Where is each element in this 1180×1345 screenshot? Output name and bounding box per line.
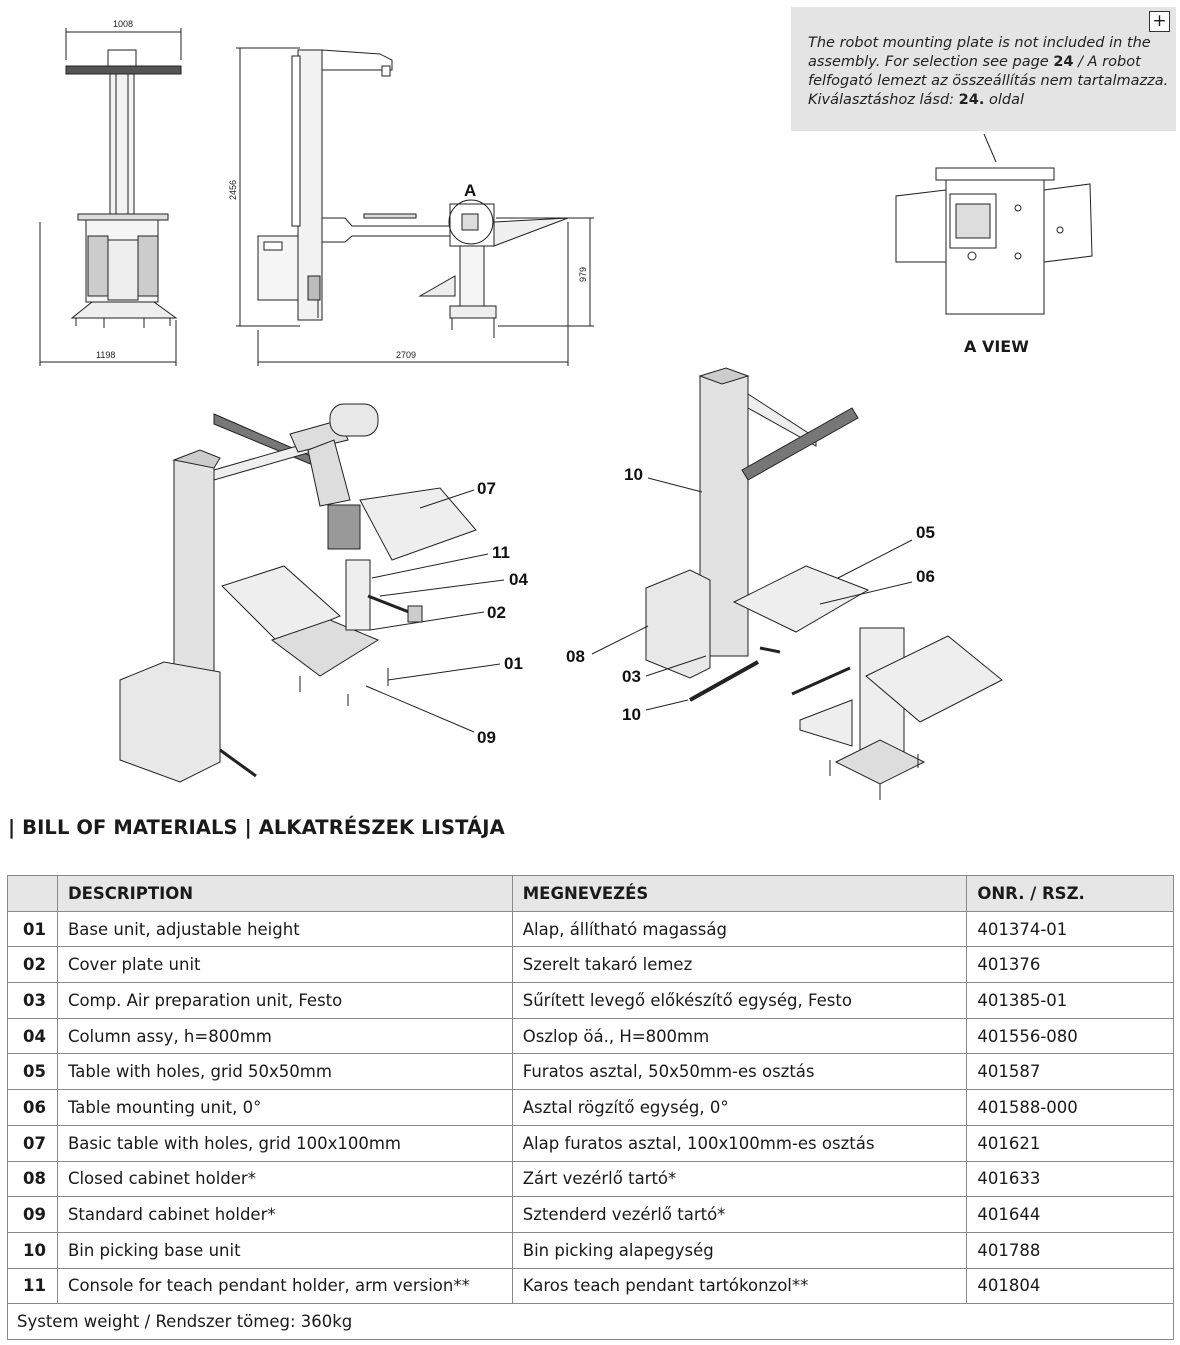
note-text: The robot mounting plate is not included… [808,34,1170,110]
callout-03: 03 [622,667,641,686]
row-onr: 401804 [966,1267,1174,1305]
row-onr: 401376 [966,946,1174,984]
callout-09: 09 [477,728,496,747]
note-part: / A robot felfogató lemezt az összeállít… [808,54,1169,108]
row-description: Cover plate unit [56,946,513,984]
note-part: oldal [984,92,1024,108]
isometric-left [119,403,505,783]
callout-08: 08 [566,647,585,666]
row-onr: 401374-01 [966,910,1174,948]
dim-total-length: 2709 [396,350,416,360]
row-description: Base unit, adjustable height [56,910,513,948]
row-number: 10 [7,1231,58,1269]
row-description: Comp. Air preparation unit, Festo [56,982,513,1019]
row-number: 03 [7,982,58,1019]
row-number: 08 [7,1160,58,1198]
callout-11: 11 [492,543,510,562]
row-number: 09 [7,1196,58,1233]
row-description: Standard cabinet holder* [56,1196,513,1233]
note-page-number: 24 [1053,54,1074,70]
callout-06: 06 [916,567,935,586]
plus-icon[interactable]: + [1149,11,1170,32]
row-description: Closed cabinet holder* [56,1160,513,1198]
front-view [39,28,182,366]
dim-bin-height: 979 [578,267,588,282]
row-onr: 401587 [966,1053,1174,1091]
row-megnevezes: Alap furatos asztal, 100x100mm-es osztás [511,1124,968,1162]
section-title: | BILL OF MATERIALS | ALKATRÉSZEK LISTÁJ… [8,816,505,839]
row-onr: 401588-000 [966,1089,1174,1126]
technical-drawing: 1008 2456 1198 2709 979 A 07 11 04 02 01… [39,19,1093,800]
header-number [7,875,58,912]
dim-top-width: 1008 [113,19,133,29]
callout-07: 07 [477,479,496,498]
callout-05: 05 [916,523,935,542]
row-onr: 401788 [966,1231,1174,1269]
row-description: Bin picking base unit [56,1231,513,1269]
row-number: 06 [7,1089,58,1126]
row-onr: 401385-01 [966,982,1174,1019]
a-view-detail [895,133,1093,315]
header-megnevezes: MEGNEVEZÉS [511,875,968,912]
row-onr: 401633 [966,1160,1174,1198]
row-number: 01 [7,910,58,948]
row-description: Basic table with holes, grid 100x100mm [56,1124,513,1162]
detail-marker: A [464,181,476,200]
row-onr: 401644 [966,1196,1174,1233]
row-megnevezes: Zárt vezérlő tartó* [511,1160,968,1198]
row-number: 05 [7,1053,58,1091]
row-megnevezes: Furatos asztal, 50x50mm-es osztás [511,1053,968,1091]
row-description: Table with holes, grid 50x50mm [56,1053,513,1091]
bom-header-row: DESCRIPTION MEGNEVEZÉS ONR. / RSZ. [7,875,1174,912]
note-part: The robot mounting plate is not included… [808,35,1151,70]
a-view-label: A VIEW [964,337,1029,356]
callout-10-top: 10 [624,465,643,484]
row-number: 11 [7,1267,58,1305]
callout-02: 02 [487,603,506,622]
note-box: + The robot mounting plate is not includ… [791,7,1176,131]
system-weight: System weight / Rendszer tömeg: 360kg [7,1303,1174,1340]
row-megnevezes: Sűrített levegő előkészítő egység, Festo [511,982,968,1019]
callout-01: 01 [504,654,523,673]
row-number: 02 [7,946,58,984]
row-megnevezes: Bin picking alapegység [511,1231,968,1269]
row-description: Console for teach pendant holder, arm ve… [56,1267,513,1305]
row-number: 04 [7,1017,58,1055]
dim-height: 2456 [228,180,238,200]
bom-footer-row: System weight / Rendszer tömeg: 360kg [7,1303,1174,1340]
header-onr: ONR. / RSZ. [966,875,1174,912]
row-megnevezes: Oszlop öá., H=800mm [511,1017,968,1055]
row-onr: 401556-080 [966,1017,1174,1055]
row-onr: 401621 [966,1124,1174,1162]
dim-base-width: 1198 [96,350,115,360]
row-number: 07 [7,1124,58,1162]
row-description: Table mounting unit, 0° [56,1089,513,1126]
row-megnevezes: Karos teach pendant tartókonzol** [511,1267,968,1305]
row-description: Column assy, h=800mm [56,1017,513,1055]
callout-04: 04 [509,570,528,589]
header-description: DESCRIPTION [56,875,513,912]
row-megnevezes: Szerelt takaró lemez [511,946,968,984]
row-megnevezes: Asztal rögzítő egység, 0° [511,1089,968,1126]
note-page-number: 24. [958,92,985,108]
side-view [236,47,594,366]
row-megnevezes: Sztenderd vezérlő tartó* [511,1196,968,1233]
callout-10-bottom: 10 [622,705,641,724]
isometric-right [591,367,1003,800]
row-megnevezes: Alap, állítható magasság [511,910,968,948]
